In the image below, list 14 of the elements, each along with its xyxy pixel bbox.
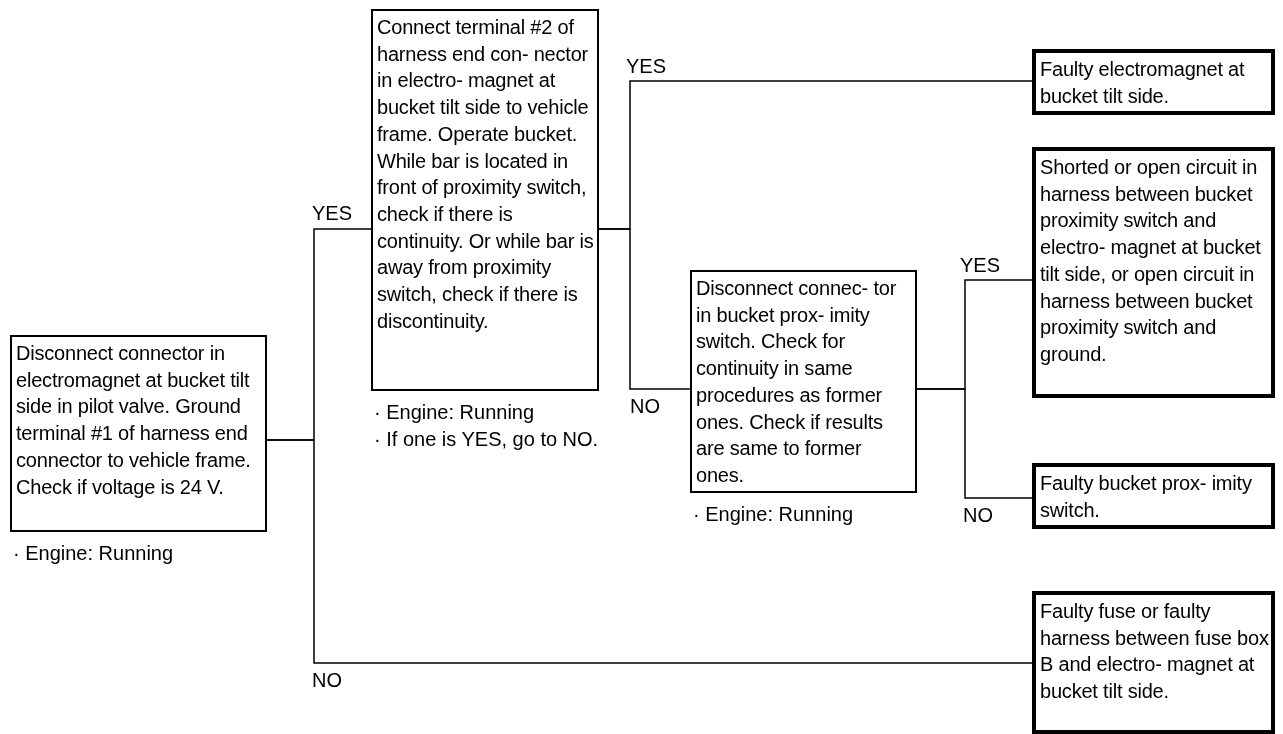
check-step-box: Disconnect connec- tor in bucket prox- imity switch. Check for continuity in same procedures as former ones. Check if results are same to former ones.: [690, 270, 917, 493]
condition-note: · Engine: Running: [693, 502, 855, 527]
check-step-box: Disconnect connector in electromagnet at bucket tilt side in pilot valve. Ground terminal #1 of harness end connector to vehicle frame. Check if voltage is 24 V.: [10, 335, 267, 532]
condition-note: · Engine: Running: [13, 541, 175, 566]
condition-note: · Engine: Running: [374, 400, 536, 425]
result-box: Faulty fuse or faulty harness between fuse box B and electro- magnet at bucket tilt side.: [1032, 591, 1275, 734]
check-step-box: Connect terminal #2 of harness end con- nector in electro- magnet at bucket tilt side to vehicle frame. Operate bucket. While bar is located in front of proximity switch, check if there is continuity. Or while bar is away from proximity switch, check if there is discontinuity.: [371, 9, 599, 391]
connector-line: [598, 228, 691, 390]
condition-note: · If one is YES, go to NO.: [374, 427, 600, 452]
result-box: Shorted or open circuit in harness between bucket proximity switch and electro- magnet at bucket tilt side, or open circuit in harness between bucket proximity switch and ground.: [1032, 147, 1275, 398]
result-box: Faulty bucket prox- imity switch.: [1032, 463, 1275, 529]
connector-line: [266, 439, 1033, 664]
connector-line: [916, 388, 1033, 499]
result-box: Faulty electromagnet at bucket tilt side.: [1032, 49, 1275, 115]
